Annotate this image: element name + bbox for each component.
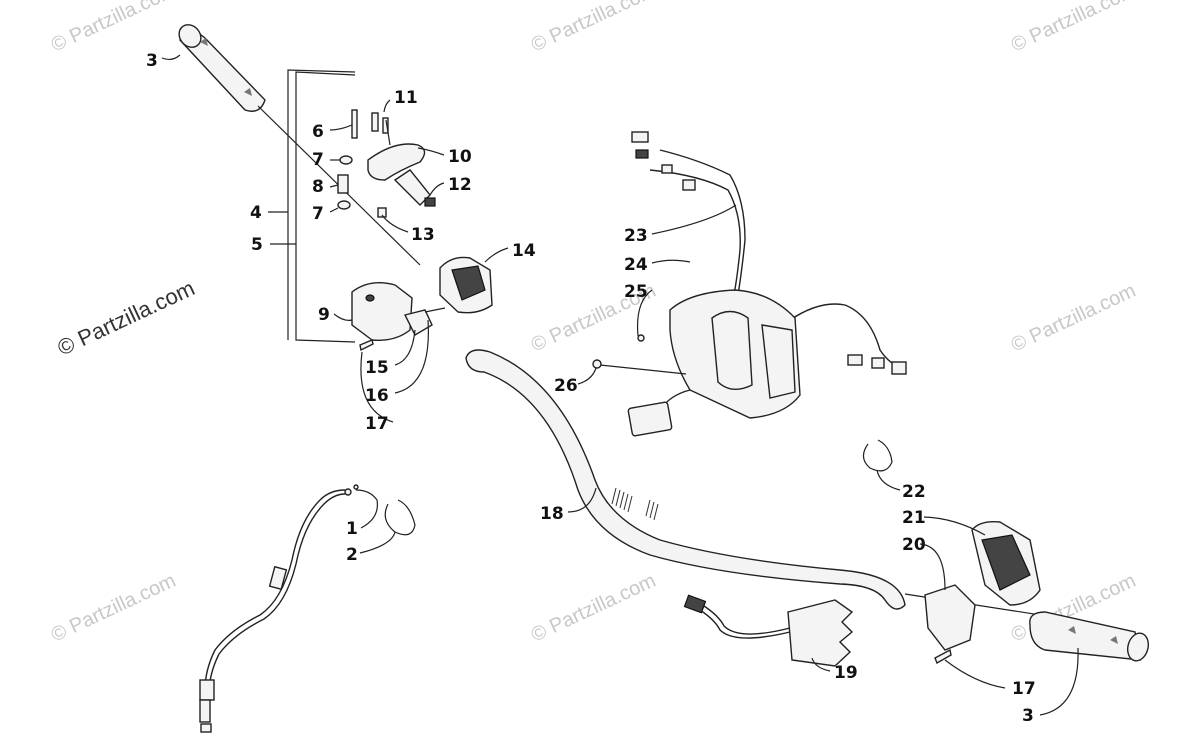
callout-3: 3 (1022, 706, 1034, 726)
callout-14: 14 (512, 241, 536, 261)
leader-lines (161, 54, 1079, 716)
heater-element (683, 594, 854, 667)
watermark: © Partzilla.com (1008, 280, 1139, 357)
bracket-frame (268, 69, 356, 343)
throttle-parts (337, 109, 436, 218)
callout-10: 10 (448, 147, 472, 167)
callout-6: 6 (312, 122, 324, 142)
throttle-cable (199, 484, 359, 733)
callout-26: 26 (554, 376, 578, 396)
grip-left (178, 24, 421, 266)
watermark-layer: © Partzilla.com © Partzilla.com © Partzi… (48, 0, 1139, 647)
clip-2 (384, 499, 416, 536)
watermark: © Partzilla.com (48, 570, 179, 647)
callout-24: 24 (624, 255, 648, 275)
callout-22: 22 (902, 482, 926, 502)
watermark: © Partzilla.com (48, 0, 179, 57)
callout-2: 2 (346, 545, 358, 565)
watermark: © Partzilla.com (528, 0, 659, 57)
left-switch-14 (439, 256, 493, 314)
callout-4: 4 (250, 203, 262, 223)
watermark: © Partzilla.com (528, 570, 659, 647)
control-housing (592, 131, 907, 437)
callout-18: 18 (540, 504, 564, 524)
callout-3: 3 (146, 51, 158, 71)
callout-1: 1 (346, 519, 358, 539)
callout-17: 17 (365, 414, 389, 434)
callout-25: 25 (624, 282, 648, 302)
watermark-main: © Partzilla.com (54, 275, 199, 360)
watermark: © Partzilla.com (1008, 0, 1139, 57)
callout-15: 15 (365, 358, 389, 378)
callouts: 3 6 7 8 7 4 5 11 10 12 13 14 9 15 16 17 … (146, 51, 1036, 726)
left-switch-housing (351, 282, 446, 352)
callout-16: 16 (365, 386, 389, 406)
callout-20: 20 (902, 535, 926, 555)
callout-11: 11 (394, 88, 418, 108)
callout-5: 5 (251, 235, 263, 255)
callout-23: 23 (624, 226, 648, 246)
callout-13: 13 (411, 225, 435, 245)
callout-7: 7 (312, 150, 324, 170)
callout-8: 8 (312, 177, 324, 197)
callout-9: 9 (318, 305, 330, 325)
callout-12: 12 (448, 175, 472, 195)
callout-7: 7 (312, 204, 324, 224)
right-switch-assembly (862, 439, 1150, 665)
callout-21: 21 (902, 508, 926, 528)
callout-19: 19 (834, 663, 858, 683)
callout-17: 17 (1012, 679, 1036, 699)
